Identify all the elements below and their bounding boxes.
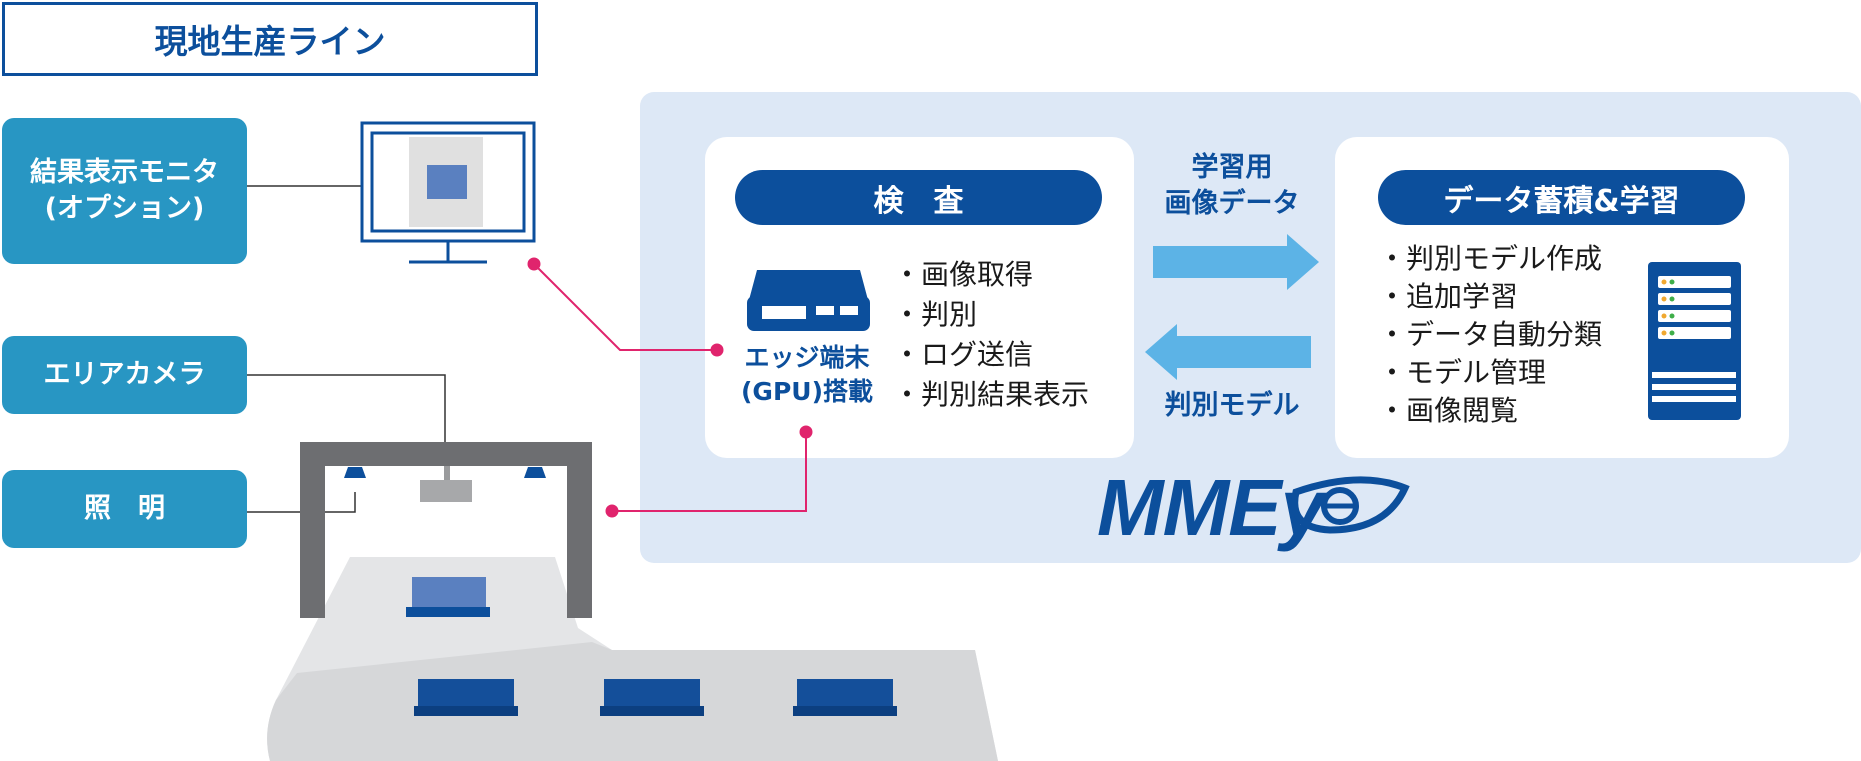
learning-item: データ自動分類 [1378,316,1602,354]
inspection-item: 判別 [893,295,1089,335]
workpiece [600,679,704,716]
workpiece [793,679,897,716]
edge-device-label: エッジ端末 (GPU)搭載 [741,343,873,406]
upload-arrow [1153,234,1319,290]
light-icon [524,467,546,478]
monitor-label-box: 結果表示モニタ (オプション) [2,118,247,264]
conveyor-belt [267,557,998,761]
line-title: 現地生産ライン [2,2,538,76]
learning-item: 追加学習 [1378,278,1602,316]
inspection-item: 画像取得 [893,255,1089,295]
edge-device-icon [747,270,870,331]
camera-label-box: エリアカメラ [2,336,247,414]
inspection-item: 判別結果表示 [893,375,1089,415]
training-data-label: 学習用 画像データ [1164,152,1300,219]
network-connectors [527,257,813,518]
camera-gantry [300,442,592,618]
deploy-arrow [1145,324,1311,380]
lighting-label-box: 照 明 [2,470,247,548]
workpiece [406,577,490,617]
inspection-item: ログ送信 [893,335,1089,375]
light-icon [344,467,366,478]
lighting-label: 照 明 [84,492,165,524]
area-camera-icon [420,480,472,502]
lighting-connector [247,492,356,513]
learning-title: データ蓄積&学習 [1378,170,1745,225]
workpiece [414,679,518,716]
monitor-label: 結果表示モニタ (オプション) [30,156,219,224]
inspection-list: 画像取得 判別 ログ送信 判別結果表示 [893,255,1089,415]
brand-logo: MMEy [1097,463,1325,552]
learning-item: 画像閲覧 [1378,392,1602,430]
learning-list: 判別モデル作成 追加学習 データ自動分類 モデル管理 画像閲覧 [1378,240,1602,430]
model-label: 判別モデル [1164,390,1300,421]
inspection-title: 検 査 [735,170,1102,225]
camera-connector [247,374,446,450]
camera-label: エリアカメラ [43,358,206,390]
learning-item: モデル管理 [1378,354,1602,392]
brand-eye-icon [1291,476,1410,534]
monitor-icon [360,121,536,264]
server-icon [1648,262,1741,420]
learning-item: 判別モデル作成 [1378,240,1602,278]
